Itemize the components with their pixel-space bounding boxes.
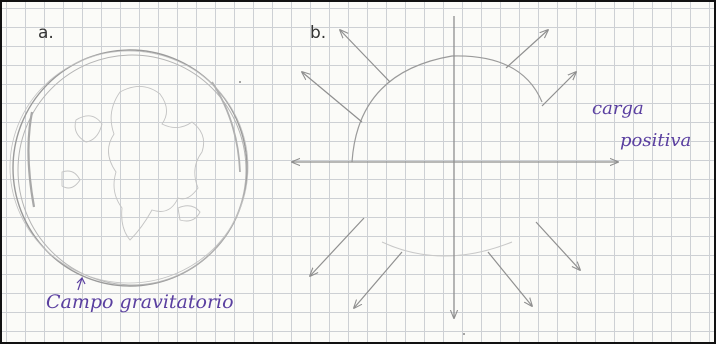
panel-b: b. carga positiva — [239, 16, 691, 335]
field-arrow-up-left-2 — [302, 72, 362, 122]
campo-gravitatorio-caption: Campo gravitatorio — [46, 291, 234, 313]
panel-b-label: b. — [310, 23, 326, 43]
charge-arc-lower — [382, 242, 512, 256]
carga-caption: carga — [592, 98, 644, 119]
field-arrow-down-right-1 — [536, 222, 580, 270]
field-arrow-up-right-1 — [506, 30, 548, 68]
panel-a: a. Campo gravitatorio — [10, 23, 248, 313]
earth-circle — [10, 50, 248, 286]
positiva-caption: positiva — [620, 130, 691, 151]
panel-a-label: a. — [38, 23, 54, 43]
continents-sketch — [62, 86, 204, 240]
field-arrow-down-left-1 — [310, 218, 364, 276]
field-arrow-down-right-2 — [488, 252, 532, 306]
field-arrow-up-right-2 — [542, 72, 576, 106]
field-arrows — [302, 30, 580, 308]
pointer-arrow — [77, 278, 85, 290]
field-arrow-up-left-1 — [340, 30, 390, 82]
field-arrow-down-left-2 — [354, 252, 402, 308]
